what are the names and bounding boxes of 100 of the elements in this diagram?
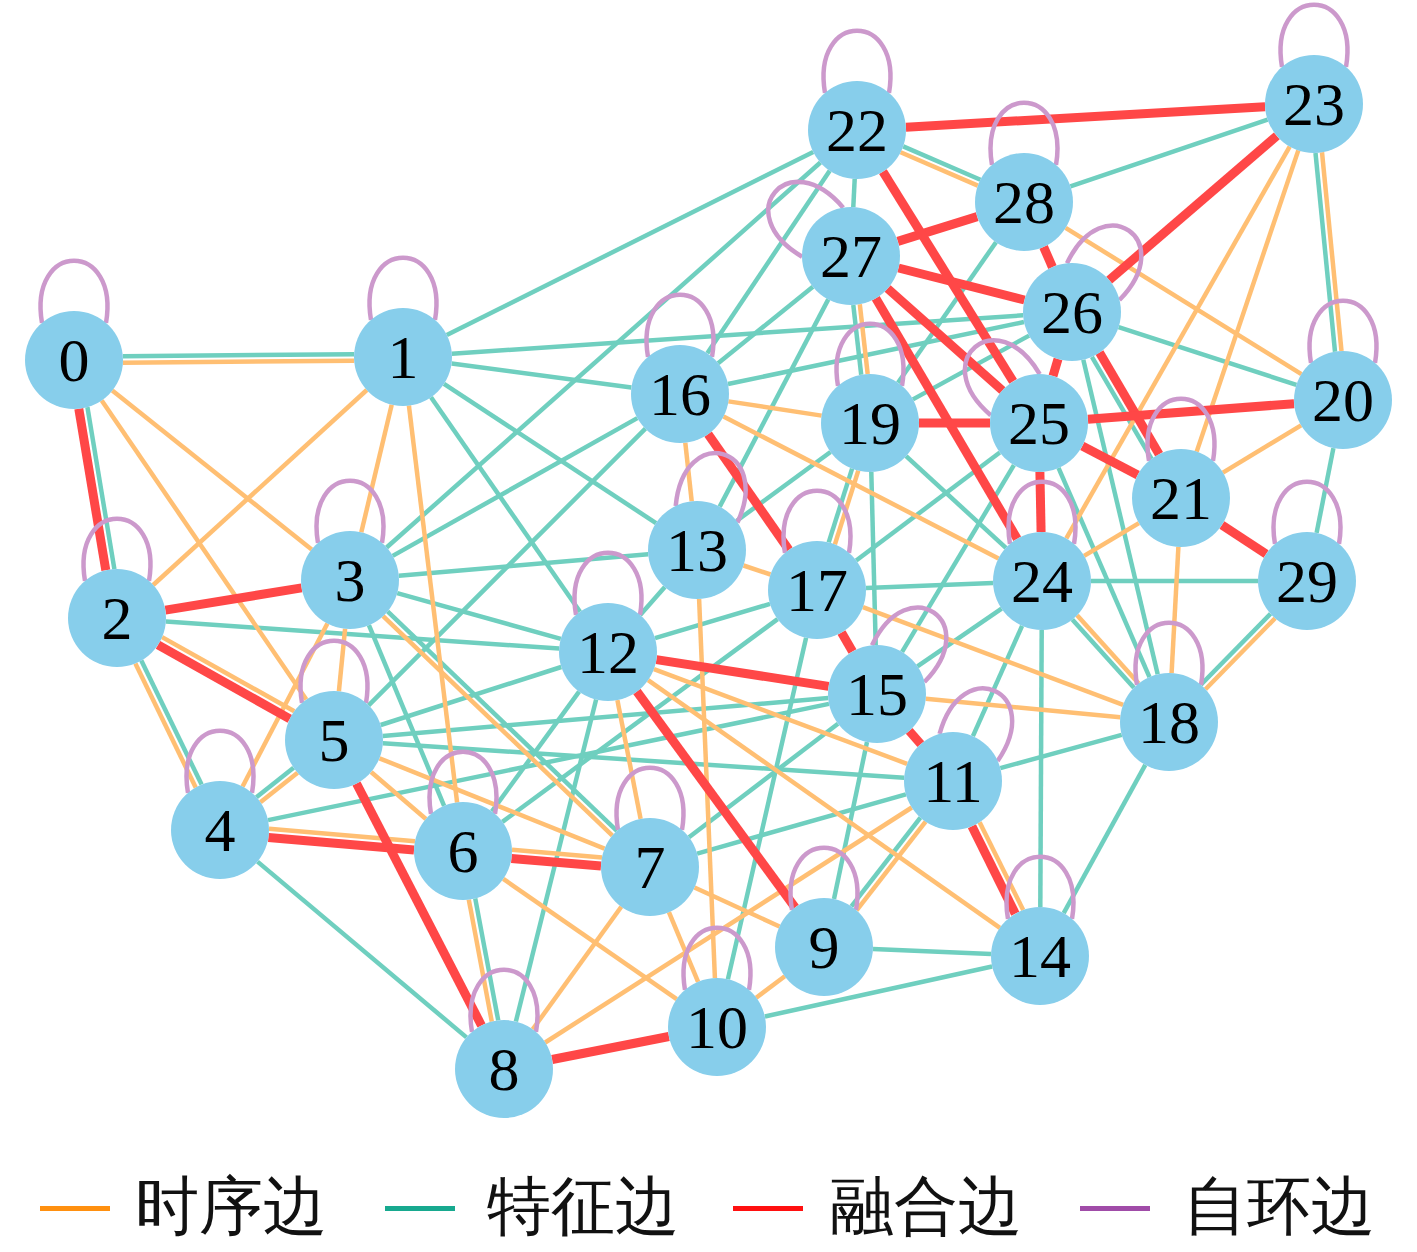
self-loop xyxy=(614,765,686,831)
edge-line xyxy=(884,285,1006,394)
edge-line xyxy=(240,622,330,788)
edge-line xyxy=(502,877,678,1001)
graph-node: 1 xyxy=(354,308,452,406)
edge-line xyxy=(854,450,1002,563)
edge-line xyxy=(161,635,296,714)
edge-line xyxy=(1106,132,1280,284)
edge-line xyxy=(1194,149,1301,453)
self-loop xyxy=(681,925,753,991)
edge-line xyxy=(1091,578,1258,584)
edge-line xyxy=(1056,467,1152,678)
edge-line xyxy=(716,285,815,365)
edge-line xyxy=(544,805,913,1045)
edge-line xyxy=(429,395,582,614)
edge-line xyxy=(451,313,1024,356)
graph-node: 11 xyxy=(904,732,1002,830)
edge-line xyxy=(900,463,1016,654)
self-loop xyxy=(1006,479,1078,545)
edge-line xyxy=(1169,546,1181,674)
edge-line xyxy=(139,659,204,786)
edge-line xyxy=(902,144,982,182)
edge-line xyxy=(1069,117,1269,189)
graph-node: 4 xyxy=(171,781,269,879)
self-loop xyxy=(427,749,499,815)
edge-line xyxy=(905,102,1266,132)
graph-node: 27 xyxy=(802,207,900,305)
edge-line xyxy=(336,628,348,692)
graph-node: 26 xyxy=(1023,263,1121,361)
edge-line xyxy=(1035,471,1046,533)
edge-line xyxy=(1089,355,1154,460)
edge-line xyxy=(735,450,832,523)
edge-line xyxy=(919,418,990,428)
edge-line xyxy=(1319,152,1344,352)
edge-line xyxy=(155,640,292,723)
edge-line xyxy=(925,696,1121,720)
self-loop xyxy=(468,967,540,1033)
edge-line xyxy=(391,416,639,558)
edge-line xyxy=(851,304,864,376)
edge-line xyxy=(122,351,355,359)
self-loop xyxy=(1004,854,1076,920)
edge-line xyxy=(366,624,447,807)
self-loop xyxy=(1278,2,1350,68)
edge-line xyxy=(666,911,701,983)
edge-line xyxy=(869,471,878,646)
self-loop xyxy=(1065,223,1144,302)
edge-line xyxy=(256,859,468,1040)
graph-node: 15 xyxy=(828,645,926,743)
self-loop xyxy=(834,321,906,387)
self-loop xyxy=(644,292,716,358)
edge-line xyxy=(85,406,117,570)
edge-line xyxy=(74,408,111,572)
edge-line xyxy=(615,699,643,820)
edge-line xyxy=(728,399,822,418)
edge-line xyxy=(1064,145,1292,540)
graph-node: 10 xyxy=(668,978,766,1076)
edge-line xyxy=(398,551,649,579)
legend-label: 融合边 xyxy=(830,1174,1022,1238)
edge-line xyxy=(367,427,647,707)
self-loop xyxy=(81,516,153,582)
self-loop xyxy=(870,605,949,684)
edge-line xyxy=(385,160,822,550)
graph-node: 18 xyxy=(1120,673,1218,771)
edge-line xyxy=(725,637,809,980)
edge-line xyxy=(445,149,815,338)
edge-line xyxy=(513,698,599,1023)
edge-line xyxy=(683,442,694,502)
edge-line xyxy=(826,467,855,544)
edge-line xyxy=(696,792,907,856)
self-loop xyxy=(1133,620,1205,686)
edge-line xyxy=(904,454,1008,550)
graph-node: 9 xyxy=(775,898,873,996)
edge-line xyxy=(122,358,355,366)
edge-line xyxy=(1039,245,1057,269)
edge-line xyxy=(1087,399,1295,424)
edge-line xyxy=(382,740,905,781)
graph-node: 8 xyxy=(455,1020,553,1118)
self-loop xyxy=(988,100,1060,166)
edge-line xyxy=(851,178,857,208)
edge-line xyxy=(967,824,1020,916)
edge-line xyxy=(916,606,1003,669)
edge-line xyxy=(977,821,1026,911)
edge-line xyxy=(380,664,562,728)
edge-line xyxy=(905,727,925,748)
graph-node: 25 xyxy=(990,374,1088,472)
edge-line xyxy=(764,964,993,1019)
self-loop xyxy=(781,488,853,554)
graph-node: 29 xyxy=(1258,532,1356,630)
self-loop xyxy=(367,255,439,321)
edge-line xyxy=(970,624,1025,738)
edge-line xyxy=(1038,630,1044,907)
edge-line xyxy=(862,605,1124,707)
edge-line xyxy=(727,319,1025,387)
edge-line xyxy=(696,598,718,979)
edge-line xyxy=(687,721,840,840)
self-loop xyxy=(1145,396,1217,462)
edge-line xyxy=(899,150,979,188)
edge-line xyxy=(530,905,624,1031)
edge-line xyxy=(1080,441,1140,480)
edge-line xyxy=(742,563,772,577)
